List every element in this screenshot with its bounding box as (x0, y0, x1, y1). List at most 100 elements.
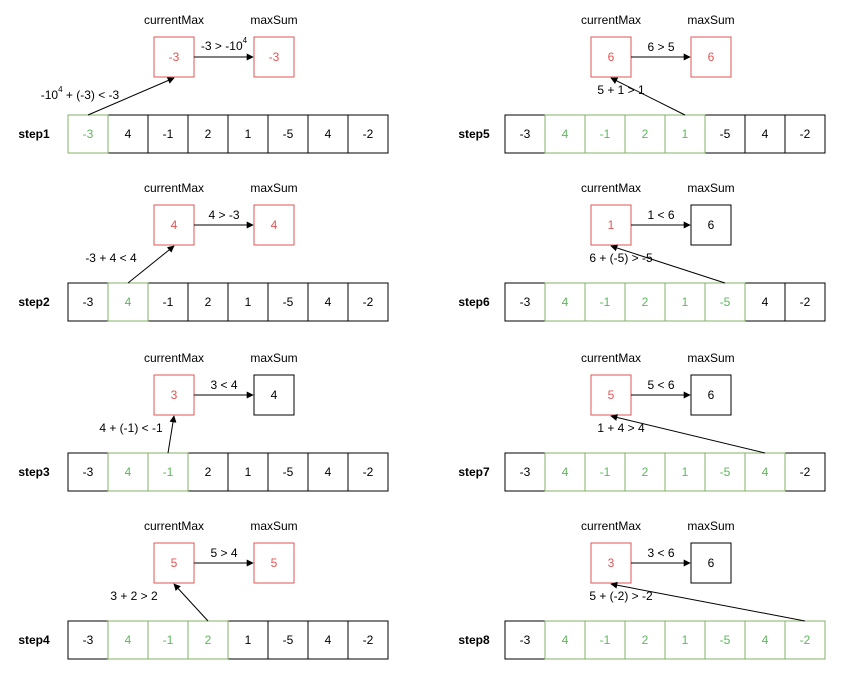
array-cell: -3 (67, 452, 109, 492)
array-cell-value: -2 (800, 295, 811, 309)
array-cell-value: -1 (600, 295, 611, 309)
array-cell-value: -3 (520, 633, 531, 647)
array-cell-border (347, 114, 389, 154)
array-cell: 2 (187, 282, 229, 322)
array-cell-border (307, 620, 349, 660)
array-cell-value: -3 (520, 127, 531, 141)
array-cell: 4 (744, 620, 786, 660)
compare-left-text: -104 + (-3) < -3 (41, 85, 120, 103)
array-cell: -1 (584, 452, 626, 492)
max-sum-value: 6 (708, 388, 715, 402)
array-cell: -3 (504, 282, 546, 322)
array-cell-value: 4 (325, 465, 332, 479)
update-arrow (610, 77, 686, 116)
array-cell-border (784, 620, 826, 660)
array-cell-value: -3 (520, 295, 531, 309)
array-cell-value: 4 (762, 295, 769, 309)
array-cell: 2 (187, 452, 229, 492)
step-label: step6 (458, 295, 490, 309)
array-cell-value: 1 (682, 127, 689, 141)
current-max-box (590, 204, 632, 246)
array-cell-value: 1 (245, 127, 252, 141)
array-cell: 1 (227, 282, 269, 322)
array-cell: -5 (267, 114, 309, 154)
array-cell-value: -1 (163, 127, 174, 141)
array-cell-value: 1 (245, 295, 252, 309)
max-sum-value: 6 (708, 218, 715, 232)
array-cell: 4 (544, 282, 586, 322)
array-cell-value: 4 (762, 465, 769, 479)
array-cell-border (227, 282, 269, 322)
step-label: step7 (458, 465, 490, 479)
array-cell-value: -1 (600, 633, 611, 647)
step-label: step1 (18, 127, 50, 141)
array-cell-value: 1 (245, 633, 252, 647)
array-cell: 2 (187, 620, 229, 660)
array-cell-value: -3 (83, 633, 94, 647)
array-cell: 4 (307, 452, 349, 492)
array-cell-border (347, 620, 389, 660)
current-max-box (590, 36, 632, 78)
array-cell-border (147, 114, 189, 154)
array-cell: -1 (147, 282, 189, 322)
array-cell-value: -1 (163, 633, 174, 647)
update-arrow (610, 414, 766, 454)
step-label: step8 (458, 633, 490, 647)
array-cell-border (107, 620, 149, 660)
max-sum-value: 4 (271, 388, 278, 402)
step-label: step2 (18, 295, 50, 309)
array-cell-value: 2 (205, 465, 212, 479)
array-cell-border (187, 114, 229, 154)
array-cell-border (704, 282, 746, 322)
array-cell: -1 (584, 114, 626, 154)
array-cell-border (504, 282, 546, 322)
array-cell: 1 (227, 114, 269, 154)
array-cell-value: 4 (125, 633, 132, 647)
compare-top-text: 4 > -3 (208, 208, 239, 222)
current-max-value: 6 (608, 50, 615, 64)
max-sum-box (253, 36, 295, 78)
array-cell-value: 1 (682, 465, 689, 479)
array-cell-border (744, 620, 786, 660)
max-sum-label: maxSum (687, 519, 734, 533)
array-cell-border (584, 282, 626, 322)
array-cell-value: -5 (283, 633, 294, 647)
array-cell-value: 2 (205, 127, 212, 141)
array-cell-border (67, 114, 109, 154)
array-cell: 2 (624, 114, 666, 154)
max-sum-box (253, 542, 295, 584)
array-cell: 4 (307, 114, 349, 154)
current-max-label: currentMax (581, 519, 641, 533)
array-cell: -3 (67, 620, 109, 660)
array-cell-border (267, 452, 309, 492)
current-max-label: currentMax (144, 181, 204, 195)
max-sum-value: 6 (708, 50, 715, 64)
array-cell: -2 (784, 452, 826, 492)
array-cell-border (584, 620, 626, 660)
array-cell-border (664, 620, 706, 660)
current-max-value: 3 (608, 556, 615, 570)
array-cell: 4 (107, 282, 149, 322)
array-cell-value: -3 (83, 465, 94, 479)
max-sum-box (690, 542, 732, 584)
array-cell-value: 1 (245, 465, 252, 479)
array-cell: 1 (227, 452, 269, 492)
array-cell: 1 (664, 282, 706, 322)
array-cell-value: -1 (600, 127, 611, 141)
update-arrow (610, 244, 726, 284)
current-max-box (153, 36, 195, 78)
step-label: step3 (18, 465, 50, 479)
update-arrow (87, 77, 175, 116)
max-sum-value: 6 (708, 556, 715, 570)
array-cell-value: -2 (363, 633, 374, 647)
max-sum-box (690, 204, 732, 246)
array-cell-border (347, 282, 389, 322)
array-cell-value: -3 (83, 295, 94, 309)
array-cell-value: 4 (562, 465, 569, 479)
array-cell: -2 (347, 452, 389, 492)
array-cell-value: -3 (520, 465, 531, 479)
